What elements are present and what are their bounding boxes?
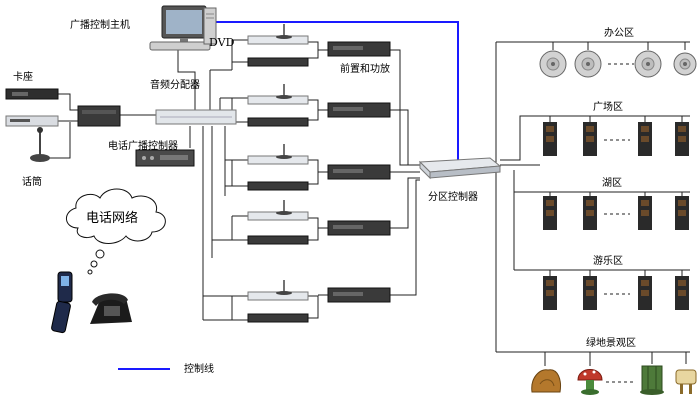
label-audio-splitter: 音频分配器 [150, 78, 200, 91]
control-line-host-to-zone [212, 21, 459, 165]
office-zone-speakers [539, 50, 697, 78]
wire-row1-out [390, 49, 420, 166]
wire-row5-c [308, 295, 319, 319]
label-deck: 卡座 [13, 70, 33, 83]
amp-row-1 [247, 24, 391, 67]
bamboo-speaker-icon [640, 365, 664, 395]
wire-deck1 [58, 93, 78, 111]
phone-network-cloud [66, 188, 166, 275]
ceiling-speaker-icon [539, 50, 567, 78]
label-zone-lake: 湖区 [602, 177, 622, 189]
wire-mic [39, 122, 71, 159]
wire-row4-c [308, 217, 319, 241]
wire-row2-c [308, 99, 319, 121]
phone-broadcast-controller [135, 149, 195, 167]
label-legend-control-line: 控制线 [184, 362, 214, 375]
microphone-icon [30, 127, 50, 162]
amp-row-3 [247, 144, 391, 191]
green-zone-speakers [531, 365, 697, 395]
label-phone-network: 电话网络 [86, 210, 138, 226]
ceiling-speaker-icon [634, 50, 662, 78]
lake-zone-speakers [543, 196, 689, 230]
sign-speaker-icon [675, 369, 697, 394]
amp-row-5 [247, 280, 391, 323]
amp-row-2 [247, 84, 391, 127]
label-phone-ctrl: 电话广播控制器 [108, 139, 178, 152]
label-zone-green: 绿地景观区 [586, 336, 636, 349]
label-host: 广播控制主机 [70, 18, 130, 31]
label-dvd: DVD [209, 36, 235, 49]
wire-host-splitter [177, 50, 196, 112]
label-mic: 话筒 [22, 175, 42, 188]
wire-row5-out [390, 179, 420, 296]
label-preamp-amp: 前置和功放 [340, 62, 390, 75]
amp-row-4 [247, 200, 391, 245]
label-zone-square: 广场区 [593, 100, 623, 113]
square-zone-speakers [543, 122, 689, 156]
zone-controller-device [418, 157, 502, 180]
deck-player-1 [5, 88, 59, 100]
mobile-phone-icon [51, 271, 73, 334]
audio-splitter-device [155, 109, 237, 125]
wire-row2-out [390, 109, 409, 165]
broadcast-host-computer [149, 5, 217, 51]
mixer-device [77, 105, 121, 127]
desk-phone-icon [90, 293, 132, 324]
ceiling-speaker-icon [574, 50, 602, 78]
wire-row1-d [308, 41, 319, 59]
rock-speaker-icon [531, 369, 561, 393]
label-zone-amusement: 游乐区 [593, 254, 623, 267]
wire-row4-out [390, 177, 420, 229]
amusement-zone-speakers [543, 276, 689, 310]
trunk-square [500, 115, 690, 161]
ceiling-speaker-icon [673, 52, 697, 76]
wire-row3-c [308, 159, 319, 185]
wiring [39, 21, 690, 366]
label-zone-office: 办公区 [604, 26, 634, 39]
deck-player-2 [5, 115, 59, 127]
mushroom-speaker-icon [577, 369, 603, 395]
label-zone-controller: 分区控制器 [428, 190, 478, 203]
